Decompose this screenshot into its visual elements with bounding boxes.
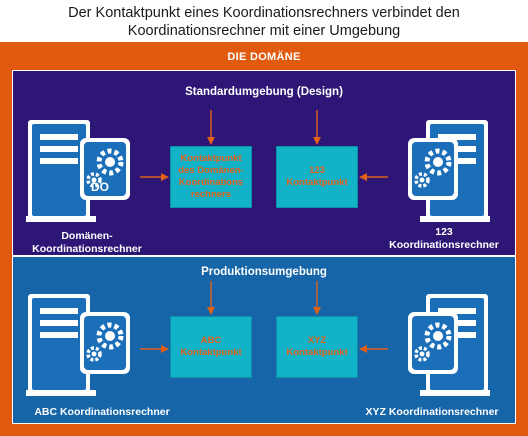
design-environment-title: Standardumgebung (Design) bbox=[185, 86, 343, 98]
server-gear-icon bbox=[26, 294, 130, 396]
domain-contact-point: Kontaktpunkt des Domänen- Koordinations … bbox=[170, 146, 252, 208]
contact-point-abc: ABC Kontaktpunkt bbox=[170, 316, 252, 378]
production-environment-title: Produktionsumgebung bbox=[201, 266, 327, 278]
domain-label: DIE DOMÄNE bbox=[227, 51, 301, 63]
server-gear-icon bbox=[26, 120, 130, 222]
xyz-computer-caption: XYZ Koordinationsrechner bbox=[365, 406, 499, 418]
domain-badge: DO bbox=[91, 180, 109, 194]
server-gear-icon bbox=[408, 120, 490, 222]
contact-point-xyz: XYZ Kontaktpunkt bbox=[276, 316, 358, 378]
contact-point-123: 123 Kontaktpunkt bbox=[276, 146, 358, 208]
title-line-1: Der Kontaktpunkt eines Koordinationsrech… bbox=[68, 5, 460, 21]
server-gear-icon bbox=[408, 294, 490, 396]
computer-123-caption: 123 Koordinationsrechner bbox=[389, 226, 499, 251]
diagram-title: Der Kontaktpunkt eines Koordinationsrech… bbox=[0, 4, 528, 40]
title-line-2: Koordinationsrechner mit einer Umgebung bbox=[127, 23, 401, 39]
abc-computer-caption: ABC Koordinationsrechner bbox=[34, 406, 170, 418]
domain-computer-caption: Domänen- Koordinationsrechner bbox=[32, 230, 142, 255]
